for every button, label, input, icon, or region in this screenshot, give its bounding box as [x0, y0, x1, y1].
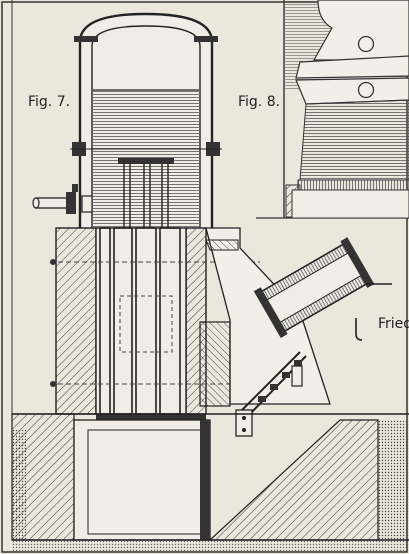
furnace-body [50, 227, 300, 420]
edge-text: Fried [378, 316, 409, 332]
side-hopper [199, 227, 331, 437]
inclined-cylinder [253, 237, 375, 339]
inlet-pipe [32, 184, 93, 214]
foundation [11, 413, 409, 552]
fig8-drawing [256, 0, 409, 219]
fig8-label: Fig. 8. [238, 94, 280, 110]
upper-vessel [70, 12, 222, 228]
fig7-label: Fig. 7. [28, 94, 70, 110]
hook [355, 318, 363, 341]
